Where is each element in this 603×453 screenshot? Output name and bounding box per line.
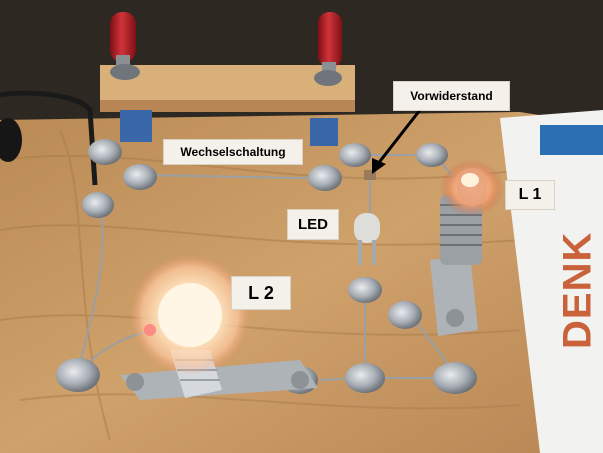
label-vorwiderstand: Vorwiderstand xyxy=(393,81,510,111)
label-l2: L 2 xyxy=(231,276,291,310)
label-wechselschaltung: Wechselschaltung xyxy=(163,139,303,165)
label-l1: L 1 xyxy=(505,180,555,210)
label-led: LED xyxy=(287,209,339,240)
box-brand-text: DENK xyxy=(555,231,600,349)
